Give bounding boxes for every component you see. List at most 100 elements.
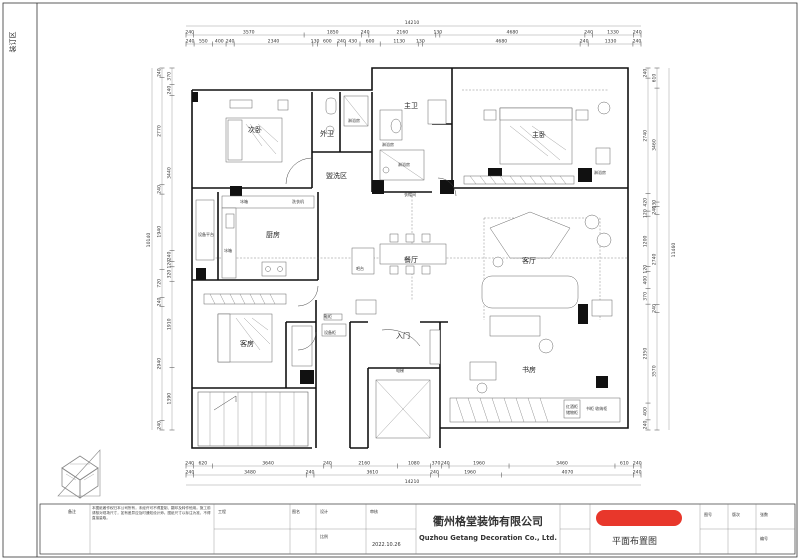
right-dim-inner-value: 120 bbox=[643, 265, 649, 274]
door-swings bbox=[285, 157, 457, 351]
label-shower-4: 淋浴房 bbox=[594, 169, 606, 175]
label-master-bath: 主卫 bbox=[404, 101, 418, 110]
bottom-dim-row1-value: 1960 bbox=[473, 461, 485, 467]
right-dim-inner-value: 400 bbox=[643, 276, 649, 285]
top-dim-row1-value: 240 bbox=[361, 30, 370, 36]
company-name-en: Quzhou Getang Decoration Co., Ltd. bbox=[419, 534, 557, 542]
label-entrance: 入门 bbox=[396, 331, 410, 340]
label-master-bedroom: 主卧 bbox=[532, 130, 546, 139]
logo-triangle-icon bbox=[57, 449, 101, 497]
right-dim-outer-value: 3570 bbox=[652, 365, 658, 377]
bottom-dim-row1-value: 370 bbox=[432, 461, 441, 467]
left-total-dim: 10140 bbox=[146, 233, 152, 248]
top-dim-row2-value: 240 bbox=[226, 39, 235, 45]
left-dim-inner-value: 240 bbox=[167, 252, 173, 261]
bottom-dim-row1-value: 240 bbox=[441, 461, 450, 467]
bottom-dim-row2-value: 240 bbox=[633, 470, 642, 476]
top-dim-row1-value: 3570 bbox=[243, 30, 255, 36]
top-total-dim: 14210 bbox=[405, 20, 420, 26]
left-dim-outer-value: 240 bbox=[157, 185, 163, 194]
right-dim-outer-value: 3460 bbox=[652, 139, 658, 151]
label-shoe: 鞋柜 bbox=[324, 313, 332, 319]
bottom-dim-row1-value: 3640 bbox=[262, 461, 274, 467]
right-dim-inner-value: 2740 bbox=[643, 130, 649, 142]
top-dim-row2-value: 130 bbox=[416, 39, 425, 45]
bottom-dim-row2-value: 3610 bbox=[366, 470, 378, 476]
bottom-dim-row1-value: 1080 bbox=[408, 461, 420, 467]
bottom-dim-row2-value: 240 bbox=[430, 470, 439, 476]
bottom-dim-row1-value: 3460 bbox=[556, 461, 568, 467]
top-dim-row2-value: 600 bbox=[323, 39, 332, 45]
drawing-name: 平面布置图 bbox=[612, 535, 657, 547]
top-dim-row1-value: 2160 bbox=[396, 30, 408, 36]
top-dim-row2-value: 600 bbox=[366, 39, 375, 45]
left-dim-inner-value: 1390 bbox=[167, 393, 173, 405]
right-dim-outer-value: 2740 bbox=[652, 253, 658, 265]
label-cloak: 衣帽间 bbox=[404, 191, 416, 197]
right-dim-inner-value: 120 bbox=[643, 209, 649, 218]
top-dim-row1-value: 4680 bbox=[507, 30, 519, 36]
label-dining: 餐厅 bbox=[404, 255, 418, 264]
left-dim-inner-value: 240 bbox=[167, 86, 173, 95]
dining-set bbox=[351, 233, 447, 315]
company-name-cn: 衢州格堂装饰有限公司 bbox=[433, 514, 543, 528]
label-outer-bath: 外卫 bbox=[320, 129, 334, 138]
fixture-labels: 淋浴房 淋浴房 淋浴房 淋浴房 衣帽间 冰箱 洗衣机 设备平台 冰箱 吧台 鞋柜… bbox=[198, 117, 607, 415]
second-bedroom-bed bbox=[225, 99, 289, 163]
stairs bbox=[209, 392, 295, 446]
label-wash-area: 盥洗区 bbox=[326, 171, 347, 180]
left-dim-outer-value: 1940 bbox=[157, 226, 163, 238]
top-dim-row1-value: 240 bbox=[584, 30, 593, 36]
master-bath-fixtures bbox=[379, 99, 447, 181]
top-dim-row2-value: 430 bbox=[348, 39, 357, 45]
label-bar: 吧台 bbox=[356, 265, 364, 271]
cell-code: 编号 bbox=[760, 535, 768, 541]
right-dim-inner-value: 1200 bbox=[643, 236, 649, 248]
right-dim-inner-value: 400 bbox=[643, 407, 649, 416]
cell-sheets: 张数 bbox=[760, 511, 768, 517]
top-dim-row1-value: 130 bbox=[433, 30, 442, 36]
left-dim-outer-value: 720 bbox=[157, 279, 163, 288]
label-equip-cab: 设备柜 bbox=[324, 329, 336, 335]
bottom-dim-row2-value: 4070 bbox=[562, 470, 574, 476]
outer-bath-fixtures bbox=[325, 95, 369, 135]
top-dim-row2-value: 1330 bbox=[605, 39, 617, 45]
top-dim-row2-value: 4680 bbox=[495, 39, 507, 45]
top-dim-row1-value: 240 bbox=[185, 30, 194, 36]
bottom-dim-row2-value: 240 bbox=[306, 470, 315, 476]
field-design: 设计 bbox=[320, 508, 328, 514]
bottom-dim-row1-value: 240 bbox=[185, 461, 194, 467]
top-dim-row2-value: 240 bbox=[633, 39, 642, 45]
left-dim-outer-value: 240 bbox=[157, 68, 163, 77]
study-set bbox=[449, 361, 621, 423]
label-living: 客厅 bbox=[522, 256, 536, 265]
guest-bed bbox=[203, 293, 313, 367]
entrance-area bbox=[321, 313, 441, 439]
label-shower-1: 淋浴房 bbox=[348, 117, 360, 123]
label-washer: 洗衣机 bbox=[292, 198, 304, 204]
master-bed bbox=[463, 101, 611, 185]
top-dim-row1-value: 240 bbox=[633, 30, 642, 36]
left-dim-outer-value: 2770 bbox=[157, 125, 163, 137]
left-dim-outer-value: 240 bbox=[157, 298, 163, 307]
field-project: 工程 bbox=[218, 508, 226, 514]
right-dim-inner-value: 240 bbox=[643, 69, 649, 78]
cell-number: 图号 bbox=[704, 511, 712, 517]
label-storage: 储物柜 bbox=[566, 409, 578, 415]
bottom-dim-row1-value: 240 bbox=[633, 461, 642, 467]
bottom-dim-row1-value: 610 bbox=[620, 461, 629, 467]
left-dim-inner-value: 320 bbox=[167, 270, 173, 279]
right-dim-outer-value: 240 bbox=[652, 206, 658, 215]
top-dim-row1-value: 1330 bbox=[607, 30, 619, 36]
label-wine: 红酒柜 bbox=[566, 403, 578, 409]
left-dim-inner-value: 120 bbox=[167, 260, 173, 269]
right-dim-outer-value: 240 bbox=[652, 304, 658, 313]
top-dim-row2-value: 240 bbox=[580, 39, 589, 45]
right-dim-inner-value: 240 bbox=[643, 420, 649, 429]
room-labels: 次卧 外卫 主卫 主卧 盥洗区 厨房 餐厅 客厅 客房 书房 入门 电梯 bbox=[240, 101, 546, 374]
